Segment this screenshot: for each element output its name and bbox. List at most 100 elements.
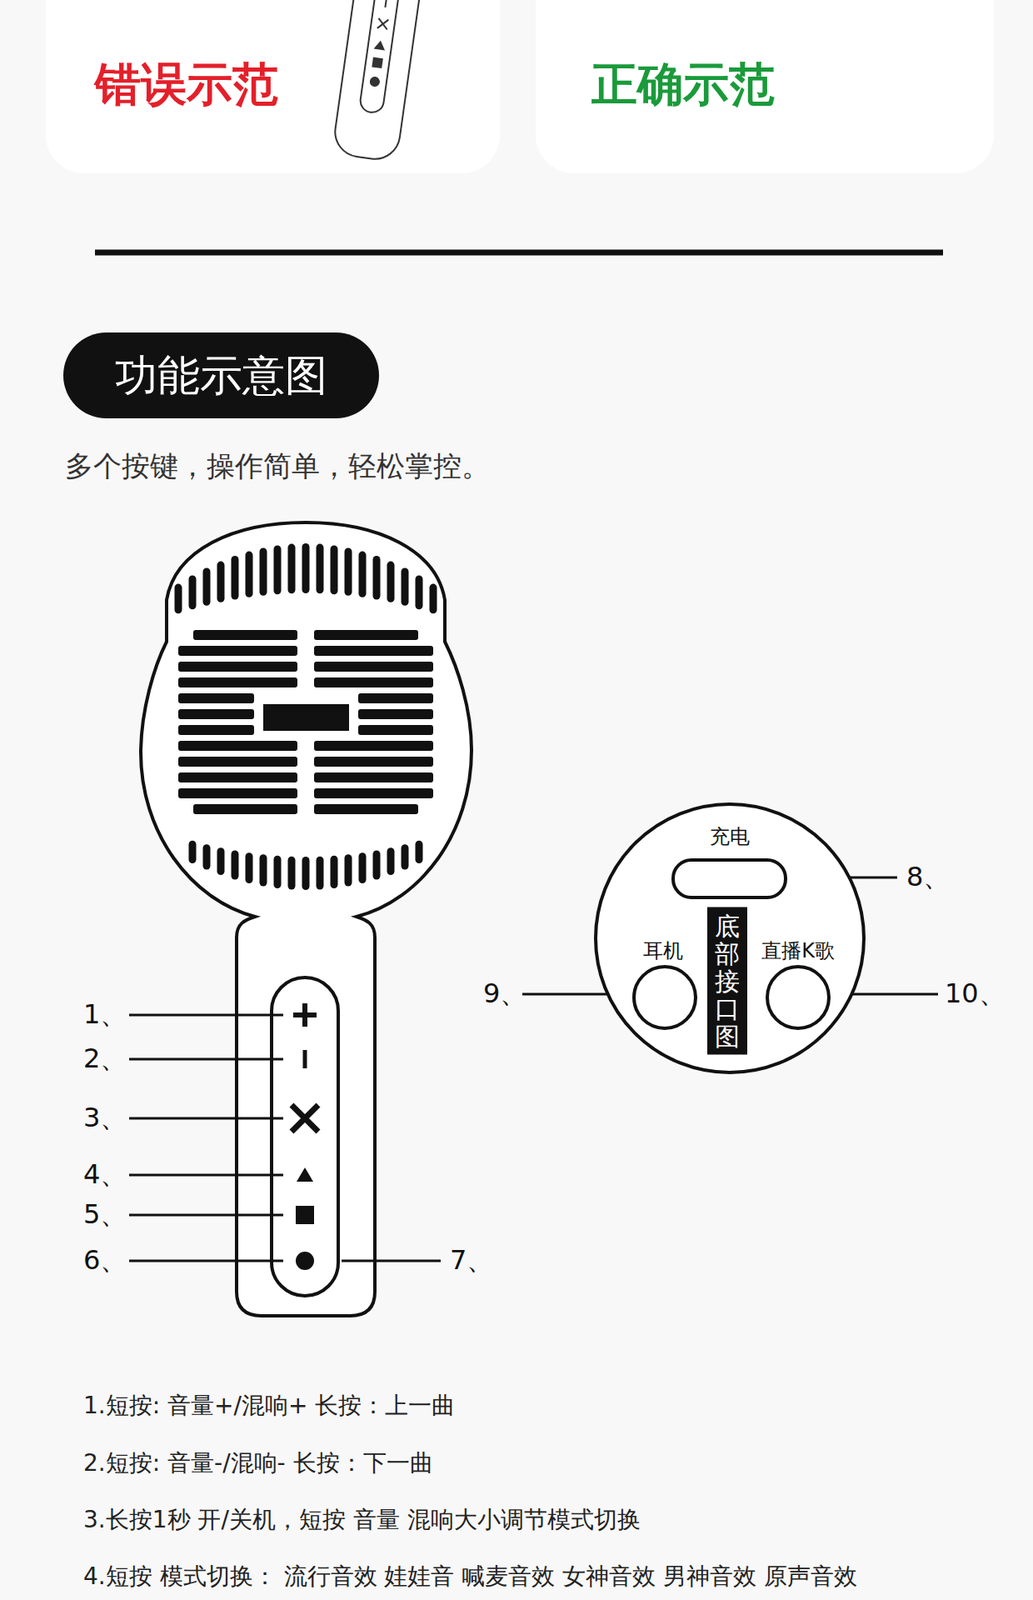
instruction: 4.短按 模式切换： 流行音效 娃娃音 喊麦音效 女神音效 男神音效 原声音效 xyxy=(83,1560,858,1592)
grille-slot xyxy=(203,843,211,869)
grille-bar xyxy=(314,677,434,688)
example-card: 正确示范 xyxy=(535,0,994,174)
grille-slot xyxy=(259,547,268,595)
grille-bar xyxy=(178,693,255,704)
title-pill: 功能示意图 xyxy=(63,332,380,419)
grille-slot xyxy=(330,544,339,594)
vertical-label-box: 底部接口图 xyxy=(707,907,748,1055)
grille-slot xyxy=(415,840,424,864)
sketch-button xyxy=(372,58,382,68)
callout-number: 9、 xyxy=(483,975,527,1013)
sketch-buttons xyxy=(377,0,395,30)
grille-slot xyxy=(259,853,268,886)
subtitle: 多个按键，操作简单，轻松掌控。 xyxy=(64,447,490,486)
grille-slot xyxy=(316,856,325,890)
callout-number: 7、 xyxy=(449,1242,494,1279)
grille-bar xyxy=(314,803,419,814)
grille-slot xyxy=(387,847,395,875)
grille-slot xyxy=(401,567,410,605)
grille-bar xyxy=(314,756,434,767)
grille-slot xyxy=(231,850,240,880)
charge-port xyxy=(673,859,786,898)
grille-bar xyxy=(178,724,255,735)
title: 功能示意图 xyxy=(114,346,328,405)
power-button xyxy=(291,1104,319,1132)
grille-slot xyxy=(302,856,310,890)
minus-button xyxy=(303,1049,308,1068)
grille-slot xyxy=(189,840,197,864)
grille-bar xyxy=(178,788,298,799)
illustration-stroke xyxy=(140,522,472,1316)
grille-slot xyxy=(217,847,225,875)
callout-number: 5、 xyxy=(83,1196,127,1233)
callout-number: 3、 xyxy=(83,1099,127,1137)
port-label: 耳机 xyxy=(643,937,684,964)
grille-bar xyxy=(358,708,434,719)
grille-bar xyxy=(193,803,298,814)
microphone-outline xyxy=(140,522,472,1316)
grille-slot xyxy=(359,551,367,598)
card-title: 错误示范 xyxy=(94,54,279,116)
circle-outline xyxy=(595,803,864,1073)
leader-line xyxy=(129,1173,284,1177)
grille-slot xyxy=(245,551,254,598)
grille-slot xyxy=(189,574,197,609)
grille-bar xyxy=(178,677,298,688)
instruction: 3.长按1秒 开/关机，短按 音量 混响大小调节模式切换 xyxy=(83,1503,641,1536)
grille-bar xyxy=(314,788,434,799)
callout-number: 10、 xyxy=(944,975,1006,1013)
grille-bar xyxy=(358,693,434,704)
headphone-port xyxy=(633,966,696,1029)
grille-slot xyxy=(316,543,325,594)
grille-bar xyxy=(314,772,434,783)
grille-slot xyxy=(217,561,225,603)
grille xyxy=(174,543,438,890)
record-button xyxy=(295,1251,315,1270)
instruction: 2.短按: 音量-/混响- 长按：下一曲 xyxy=(83,1447,434,1479)
callout-number: 6、 xyxy=(83,1242,127,1279)
grille-slot xyxy=(245,852,254,884)
leader-line xyxy=(129,1013,284,1017)
leader-line xyxy=(341,1259,441,1263)
grille-bar xyxy=(178,708,255,719)
grille-slot xyxy=(429,583,438,614)
grille-slot xyxy=(274,855,282,889)
grille-slot xyxy=(344,547,353,595)
sketch-strip xyxy=(359,0,403,115)
grille-bar xyxy=(178,661,298,672)
plus-button xyxy=(293,1003,317,1027)
grille-bar xyxy=(358,724,434,735)
leader-line xyxy=(129,1057,284,1061)
grille-slot xyxy=(330,855,339,889)
port-label: 直播K歌 xyxy=(761,937,835,964)
leader-line xyxy=(129,1259,284,1263)
grille-bar xyxy=(314,629,419,640)
grille-slot xyxy=(231,555,240,600)
vertical-label: 底部接口图 xyxy=(714,912,740,1050)
grille-bar xyxy=(178,740,298,751)
sketch-handle xyxy=(331,0,425,163)
grille-bar xyxy=(314,661,434,672)
grille-center xyxy=(263,703,350,731)
grille-slot xyxy=(203,567,211,605)
grille-slot xyxy=(401,843,410,869)
callout-number: 2、 xyxy=(83,1040,127,1078)
button-strip xyxy=(271,977,339,1296)
grille-slot xyxy=(415,574,424,609)
grille-bar xyxy=(178,772,298,783)
grille-bar xyxy=(178,756,298,767)
grille-slot xyxy=(373,555,381,600)
sketch-button xyxy=(369,76,380,86)
callout-number: 4、 xyxy=(83,1156,127,1193)
grille-slot xyxy=(274,544,282,594)
mode-button xyxy=(296,1167,314,1182)
port-label: 充电 xyxy=(709,823,750,850)
grille-slot xyxy=(174,583,183,614)
leader-line xyxy=(129,1213,284,1217)
grille-slot xyxy=(387,561,395,603)
grille-slot xyxy=(344,853,353,886)
stop-button xyxy=(295,1205,315,1224)
bottom-interface-circle: 充电耳机 直播K歌底部接口图 xyxy=(593,801,867,1075)
grille-bar xyxy=(178,645,298,656)
grille-bar xyxy=(314,645,434,656)
